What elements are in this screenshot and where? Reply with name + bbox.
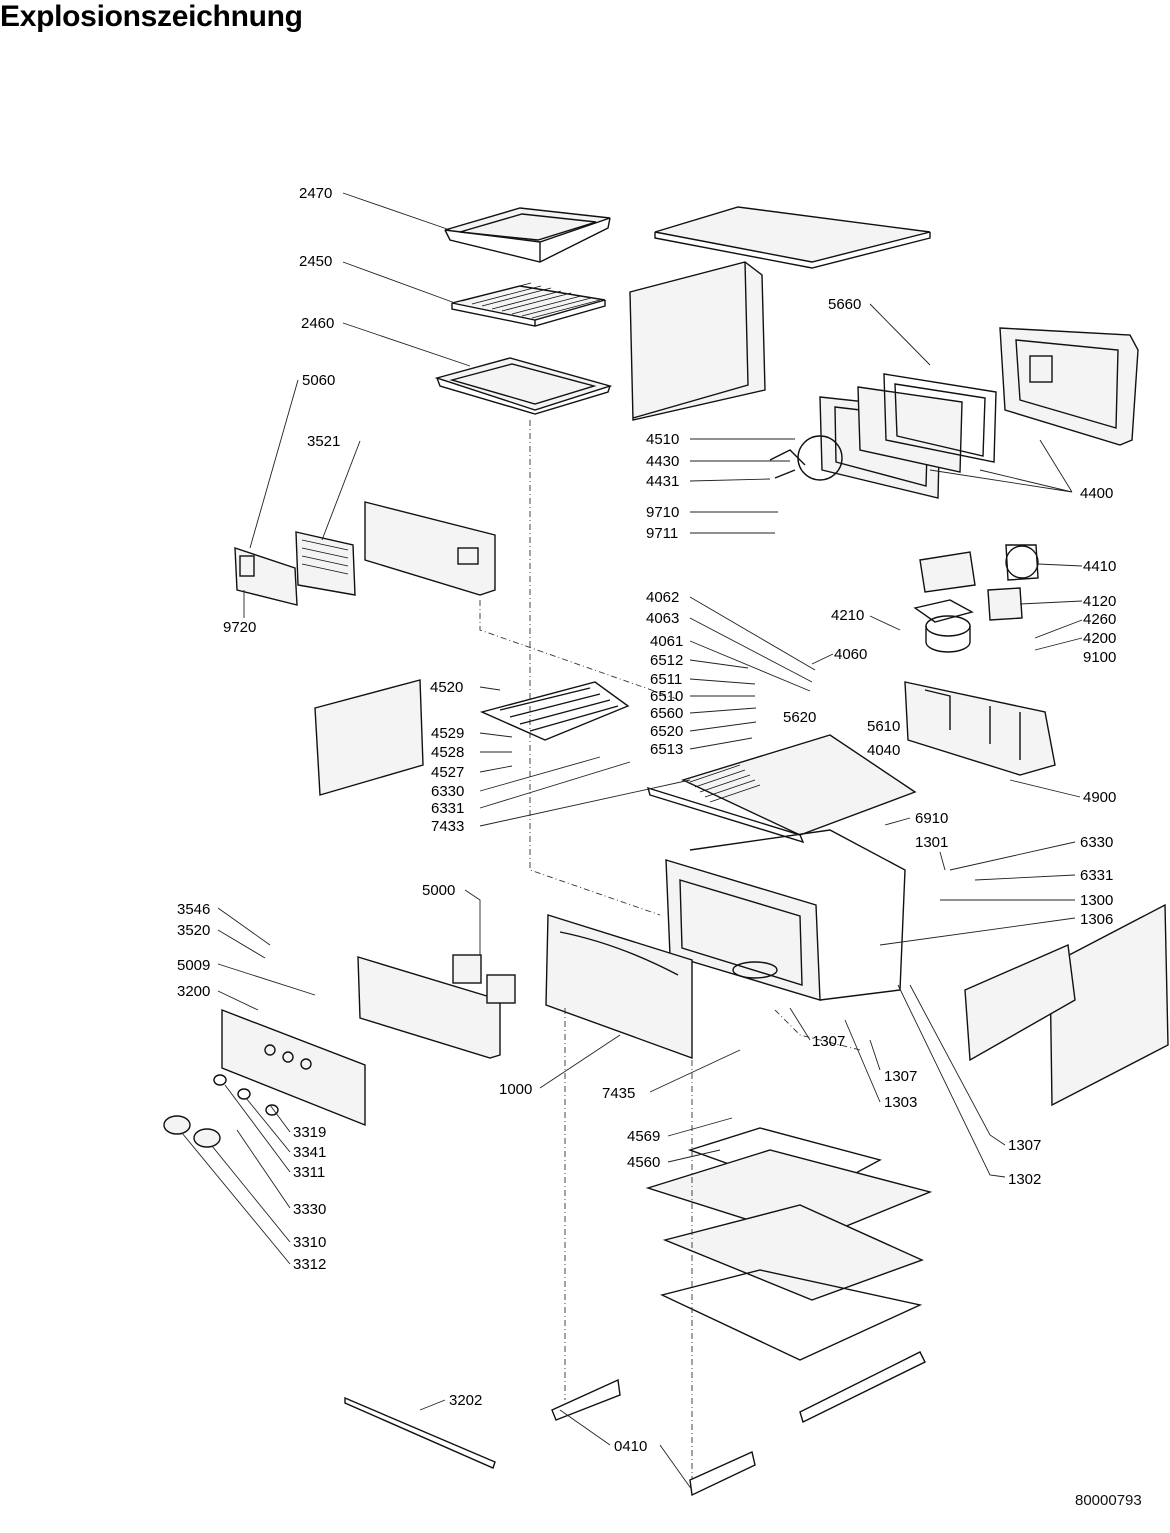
callout-3521: 3521 [307, 433, 340, 450]
callout-3200: 3200 [177, 983, 210, 1000]
callout-1301: 1301 [915, 834, 948, 851]
part-top-cover [654, 206, 931, 269]
part-1000-oven-door [545, 914, 693, 1059]
leader-lines [181, 192, 1083, 1491]
part-2460-tray [434, 357, 613, 415]
callout-5620: 5620 [783, 709, 816, 726]
callout-4560: 4560 [627, 1154, 660, 1171]
callout-7433: 7433 [431, 818, 464, 835]
callout-3520: 3520 [177, 922, 210, 939]
part-side-wall [629, 261, 766, 421]
callout-1000: 1000 [499, 1081, 532, 1098]
part-4520-grill-heater [479, 681, 630, 741]
callout-3311: 3311 [293, 1164, 325, 1181]
callout-3341: 3341 [293, 1144, 326, 1161]
callout-6511: 6511 [650, 671, 682, 688]
callout-4528: 4528 [431, 744, 464, 761]
callout-4510: 4510 [646, 431, 679, 448]
part-oven-top-plate [681, 734, 917, 836]
part-3200-control-panel [221, 1008, 366, 1127]
callout-4400: 4400 [1080, 485, 1113, 502]
part-control-bracket-lower [357, 956, 501, 1059]
callout-9100: 9100 [1083, 649, 1116, 666]
callout-6560: 6560 [650, 705, 683, 722]
callout-1306: 1306 [1080, 911, 1113, 928]
part-right-side-panel [964, 903, 1169, 1107]
callout-1302: 1302 [1008, 1171, 1041, 1188]
callout-3330: 3330 [293, 1201, 326, 1218]
part-7433-strip [646, 786, 805, 844]
callout-7435: 7435 [602, 1085, 635, 1102]
callout-3202: 3202 [449, 1392, 482, 1409]
callout-4061: 4061 [650, 633, 683, 650]
part-insulation-left [314, 679, 424, 796]
callout-4410: 4410 [1083, 558, 1116, 575]
callout-1307-mid: 1307 [884, 1068, 917, 1085]
part-9100-rear-bracket [904, 681, 1056, 776]
callout-4062: 4062 [646, 589, 679, 606]
callout-6510: 6510 [650, 688, 683, 705]
callout-6512: 6512 [650, 652, 683, 669]
part-2470-baking-tray [444, 207, 611, 263]
callout-0410: 0410 [614, 1438, 647, 1455]
part-oven-cavity [665, 829, 906, 1001]
callout-1307-center: 1307 [812, 1033, 845, 1050]
callout-4060: 4060 [834, 646, 867, 663]
callout-1307-right: 1307 [1008, 1137, 1041, 1154]
part-bottom-tray [645, 1149, 933, 1361]
callout-5009: 5009 [177, 957, 210, 974]
callout-4430: 4430 [646, 453, 679, 470]
part-4430-fan [769, 435, 843, 481]
callout-5660: 5660 [828, 296, 861, 313]
callout-2470: 2470 [299, 185, 332, 202]
callout-2450: 2450 [299, 253, 332, 270]
callout-6330-top: 6330 [431, 783, 464, 800]
callout-4569: 4569 [627, 1128, 660, 1145]
page-title: Explosionszeichnung [0, 0, 303, 33]
callout-6330-right: 6330 [1080, 834, 1113, 851]
callout-6513: 6513 [650, 741, 683, 758]
callout-4900: 4900 [1083, 789, 1116, 806]
part-3521-board [295, 531, 356, 596]
part-4400-door-frames [819, 327, 1139, 499]
part-5060-circuit-board [234, 547, 298, 606]
callout-4120: 4120 [1083, 593, 1116, 610]
callout-4210: 4210 [831, 607, 864, 624]
callout-4260: 4260 [1083, 611, 1116, 628]
callout-2460: 2460 [301, 315, 334, 332]
callout-5000: 5000 [422, 882, 455, 899]
callout-9710: 9710 [646, 504, 679, 521]
assembly-axes [479, 420, 861, 1480]
callout-4431: 4431 [646, 473, 679, 490]
callout-3546: 3546 [177, 901, 210, 918]
callout-9711: 9711 [646, 525, 678, 542]
callout-labels: 2470 2450 2460 5060 3521 9720 5660 4510 … [177, 185, 1116, 1455]
part-5000-switches [452, 954, 516, 1004]
callout-4063: 4063 [646, 610, 679, 627]
callout-9720: 9720 [223, 619, 256, 636]
callout-5610: 5610 [867, 718, 900, 735]
callout-3312: 3312 [293, 1256, 326, 1273]
callout-6331-top: 6331 [431, 800, 464, 817]
part-control-bracket-upper [364, 501, 496, 596]
callout-4040: 4040 [867, 742, 900, 759]
callout-4527: 4527 [431, 764, 464, 781]
callout-6910: 6910 [915, 810, 948, 827]
callout-6331-right: 6331 [1080, 867, 1113, 884]
callout-4529: 4529 [431, 725, 464, 742]
part-4410-motor [913, 544, 1039, 653]
part-2450-grid-shelf [451, 282, 606, 327]
callout-4200: 4200 [1083, 630, 1116, 647]
document-number: 80000793 [1075, 1492, 1142, 1509]
part-knobs [163, 1074, 279, 1148]
callout-3319: 3319 [293, 1124, 326, 1141]
callout-3310: 3310 [293, 1234, 326, 1251]
callout-1303: 1303 [884, 1094, 917, 1111]
callout-4520: 4520 [430, 679, 463, 696]
part-0410-rails [344, 1351, 926, 1497]
callout-5060: 5060 [302, 372, 335, 389]
callout-6520: 6520 [650, 723, 683, 740]
callout-1300: 1300 [1080, 892, 1113, 909]
